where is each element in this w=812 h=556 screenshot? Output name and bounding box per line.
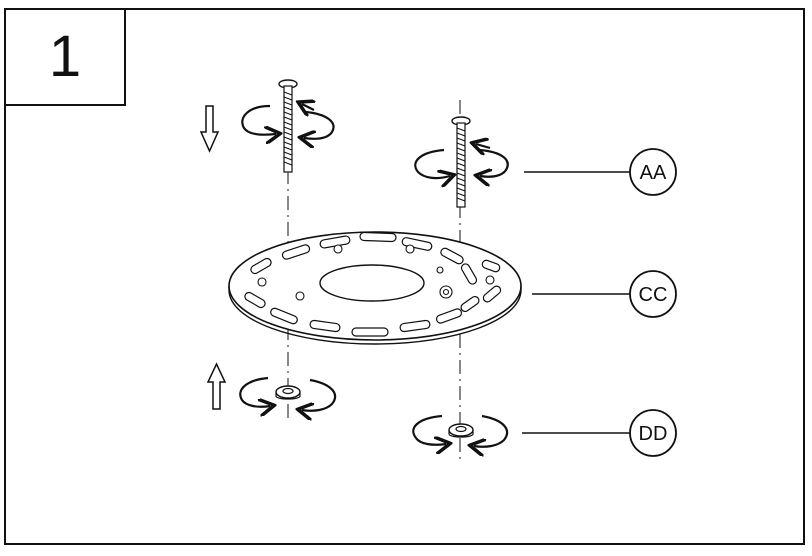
rotate-arrows-icon	[241, 104, 335, 139]
right-screw	[451, 116, 471, 208]
step-number: 1	[48, 24, 82, 89]
diagram-frame	[4, 8, 805, 545]
rotate-arrows-icon	[239, 376, 337, 411]
down-arrow-icon	[199, 105, 220, 153]
left-nut	[275, 385, 301, 400]
callout-aa: AA	[629, 148, 677, 196]
callout-label-aa: AA	[640, 162, 667, 184]
callout-label-cc: CC	[639, 284, 668, 306]
right-nut	[448, 423, 474, 438]
step-number-box: 1	[4, 8, 126, 106]
callout-dd: DD	[629, 409, 677, 457]
callout-cc: CC	[629, 270, 677, 318]
up-arrow-icon	[206, 362, 227, 410]
rotate-arrows-icon	[414, 144, 509, 178]
callout-label-dd: DD	[639, 423, 668, 445]
rotate-arrows-icon	[412, 414, 509, 447]
mounting-plate	[228, 231, 522, 345]
left-screw	[278, 79, 298, 173]
